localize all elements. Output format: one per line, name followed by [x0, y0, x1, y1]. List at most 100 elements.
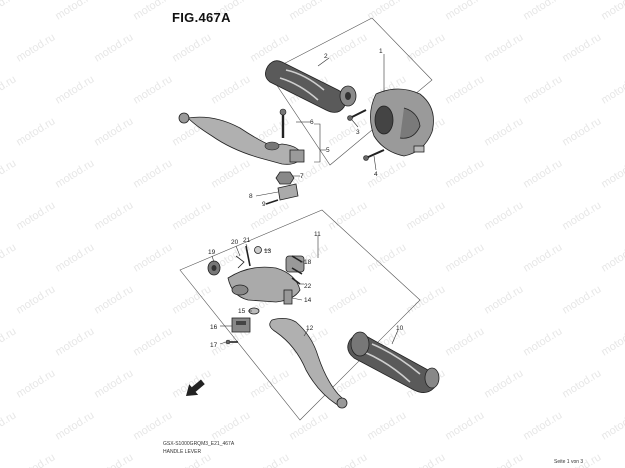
callout-7: 7 — [300, 173, 304, 180]
watermark-text: motod.ru — [209, 157, 252, 190]
callout-labels: 1 2 3 4 5 6 7 8 9 10 11 12 13 14 15 16 1… — [208, 48, 404, 349]
watermark-text: motod.ru — [14, 367, 57, 400]
callout-19: 19 — [208, 249, 216, 256]
callout-13: 13 — [264, 248, 272, 255]
callout-18: 18 — [304, 259, 312, 266]
watermark-text: motod.ru — [443, 157, 486, 190]
watermark-text: motod.ru — [443, 0, 486, 23]
part-screw-22 — [291, 277, 301, 285]
watermark-text: motod.ru — [326, 451, 369, 468]
watermark-text: motod.ru — [53, 241, 96, 274]
part-grip-upper — [265, 60, 357, 113]
callout-16: 16 — [210, 324, 218, 331]
callout-1: 1 — [379, 48, 383, 55]
part-screw-9 — [265, 199, 279, 205]
watermark-text: motod.ru — [599, 0, 625, 23]
watermark-text: motod.ru — [92, 283, 135, 316]
part-washer-13 — [254, 246, 262, 254]
watermark-text: motod.ru — [482, 367, 525, 400]
watermark-text: motod.ru — [248, 451, 291, 468]
watermark-text: motod.ru — [326, 31, 369, 64]
part-brake-lever-upper — [178, 112, 305, 165]
callout-3: 3 — [356, 129, 360, 136]
fwd-arrow-icon — [186, 379, 205, 396]
part-switch-16 — [231, 317, 251, 333]
group-box-upper — [267, 17, 433, 166]
watermark-text: motod.ru — [482, 199, 525, 232]
watermark-text: motod.ru — [560, 31, 603, 64]
watermark-text: motod.ru — [326, 283, 369, 316]
watermark-text: motod.ru — [599, 73, 625, 106]
watermark-text: motod.ru — [170, 283, 213, 316]
part-screw-3 — [347, 109, 367, 121]
part-throttle-housing — [370, 88, 434, 157]
callout-10: 10 — [396, 325, 404, 332]
model-code: GSX-S1000GRQM3_E21_467A — [163, 441, 235, 447]
callout-9: 9 — [262, 201, 266, 208]
watermark-text: motod.ru — [326, 115, 369, 148]
part-pin-14 — [283, 289, 293, 305]
watermark-text: motod.ru — [482, 31, 525, 64]
callout-12: 12 — [306, 325, 314, 332]
watermark-text: motod.ru — [599, 325, 625, 358]
figure-title: FIG.467A — [172, 10, 231, 25]
part-clutch-lever — [269, 318, 348, 409]
callout-22: 22 — [304, 283, 312, 290]
watermark-text: motod.ru — [170, 199, 213, 232]
group-box-lower — [179, 209, 421, 421]
part-screw-4 — [363, 149, 385, 161]
watermark-text: motod.ru — [365, 157, 408, 190]
watermark-text: motod.ru — [14, 115, 57, 148]
part-spring-20 — [235, 255, 245, 269]
watermark-text: motod.ru — [131, 409, 174, 442]
watermark-text: motod.ru — [560, 367, 603, 400]
watermark-text: motod.ru — [53, 325, 96, 358]
callout-4: 4 — [374, 171, 378, 178]
watermark-text: motod.ru — [92, 451, 135, 468]
watermark-text: motod.ru — [131, 0, 174, 23]
watermark-text: motod.ru — [131, 241, 174, 274]
watermark-text: motod.ru — [560, 283, 603, 316]
part-bolt-6 — [279, 108, 287, 138]
watermark-text: motod.ru — [599, 157, 625, 190]
watermark-text: motod.ru — [92, 115, 135, 148]
part-nut-7 — [275, 171, 295, 185]
callout-2: 2 — [324, 53, 328, 60]
model-name: HANDLE LEVER — [163, 449, 202, 455]
watermark-text: motod.ru — [482, 283, 525, 316]
watermark-text: motod.ru — [131, 157, 174, 190]
callout-21: 21 — [243, 237, 251, 244]
callout-5: 5 — [326, 147, 330, 154]
watermark-text: motod.ru — [0, 241, 18, 274]
watermark-text: motod.ru — [521, 157, 564, 190]
watermark-text: motod.ru — [170, 31, 213, 64]
watermark-text: motod.ru — [521, 325, 564, 358]
watermark-text: motod.ru — [0, 73, 18, 106]
watermark-text: motod.ru — [0, 157, 18, 190]
watermark-text: motod.ru — [404, 451, 447, 468]
watermark-text: motod.ru — [521, 241, 564, 274]
watermark-text: motod.ru — [209, 73, 252, 106]
watermark-text: motod.ru — [170, 367, 213, 400]
watermark-text: motod.ru — [131, 73, 174, 106]
callout-17: 17 — [210, 342, 218, 349]
watermark-text: motod.ru — [287, 0, 330, 23]
watermark-text: motod.ru — [560, 115, 603, 148]
watermark-text: motod.ru — [53, 0, 96, 23]
watermark-text: motod.ru — [14, 283, 57, 316]
watermark-text: motod.ru — [443, 241, 486, 274]
watermark-text: motod.ru — [599, 409, 625, 442]
watermark-text: motod.ru — [521, 409, 564, 442]
watermark-text: motod.ru — [326, 199, 369, 232]
callout-11: 11 — [314, 231, 321, 238]
watermark-text: motod.ru — [248, 199, 291, 232]
watermark-text: motod.ru — [131, 325, 174, 358]
watermark-text: motod.ru — [0, 0, 18, 23]
watermark-text: motod.ru — [521, 0, 564, 23]
callout-15: 15 — [238, 308, 246, 315]
watermark-text: motod.ru — [53, 409, 96, 442]
watermark-text: motod.ru — [14, 451, 57, 468]
callout-14: 14 — [304, 297, 312, 304]
part-bracket-8 — [277, 183, 299, 201]
